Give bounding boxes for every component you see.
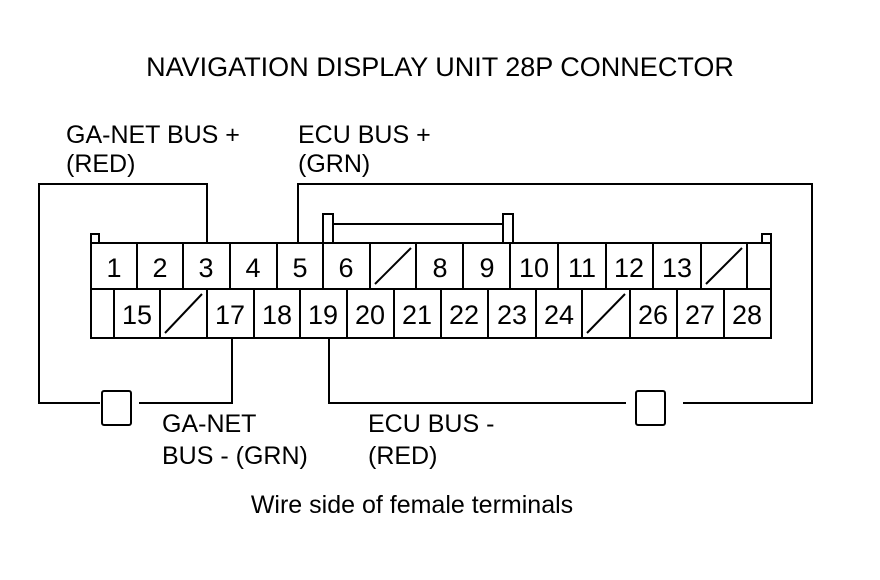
pin-15: 15 [122, 300, 152, 330]
svg-text:GA-NET BUS +: GA-NET BUS + [66, 121, 240, 149]
pin-28: 28 [732, 300, 762, 330]
pin-10: 10 [519, 253, 549, 283]
ga-net-plus-wire [38, 183, 208, 404]
svg-text:(RED): (RED) [66, 150, 135, 178]
diagram-title: NAVIGATION DISPLAY UNIT 28P CONNECTOR [146, 52, 734, 82]
pin-19: 19 [308, 300, 338, 330]
svg-text:GA-NET: GA-NET [162, 410, 256, 438]
bottom-row-cells [113, 289, 725, 338]
ecu-bus-wire-loop [297, 183, 813, 426]
svg-text:ECU BUS -: ECU BUS - [368, 410, 494, 438]
pin-6: 6 [338, 253, 353, 283]
pin-12: 12 [614, 253, 644, 283]
pin-4: 4 [245, 253, 260, 283]
svg-text:ECU BUS +: ECU BUS + [298, 121, 431, 149]
pin-9: 9 [479, 253, 494, 283]
pin-8: 8 [432, 253, 447, 283]
pin-13: 13 [662, 253, 692, 283]
top-row-pins: 1 2 3 4 5 6 8 9 10 11 12 13 [106, 253, 692, 283]
bottom-row-pins: 15 17 18 19 20 21 22 23 24 26 27 28 [122, 300, 762, 330]
blank-cavity-25 [586, 293, 626, 334]
ecu-bus-wire-break [635, 390, 666, 426]
blank-cavity-7 [374, 247, 412, 285]
label-ecu-bus-minus: ECU BUS - (RED) [368, 410, 494, 470]
pin-21: 21 [402, 300, 432, 330]
label-ga-net-bus-minus: GA-NET BUS - (GRN) [162, 410, 308, 470]
pin-17: 17 [215, 300, 245, 330]
ecu-bus-minus-wire [328, 338, 626, 404]
pin-5: 5 [292, 253, 307, 283]
top-row-blank-slashes [374, 247, 743, 285]
label-ecu-bus-plus: ECU BUS + (GRN) [298, 121, 431, 178]
pin-3: 3 [198, 253, 213, 283]
pin-20: 20 [355, 300, 385, 330]
pin-2: 2 [152, 253, 167, 283]
blank-cavity-16 [164, 293, 203, 334]
blank-cavity-14 [705, 247, 743, 285]
ga-net-wire-break [101, 390, 132, 426]
label-ga-net-bus-plus: GA-NET BUS + (RED) [66, 121, 240, 178]
top-row-cells [136, 243, 748, 289]
pin-27: 27 [685, 300, 715, 330]
svg-text:(RED): (RED) [368, 442, 437, 470]
pin-22: 22 [449, 300, 479, 330]
bottom-row-blank-slashes [164, 293, 626, 334]
svg-text:(GRN): (GRN) [298, 150, 370, 178]
pin-11: 11 [568, 253, 596, 283]
svg-text:BUS - (GRN): BUS - (GRN) [162, 442, 308, 470]
diagram-caption: Wire side of female terminals [251, 491, 573, 519]
pin-24: 24 [544, 300, 574, 330]
connector-housing [90, 213, 772, 339]
ga-net-minus-wire [139, 338, 233, 404]
pin-1: 1 [106, 253, 121, 283]
pin-26: 26 [638, 300, 668, 330]
ga-net-wire-loop [38, 183, 233, 426]
ecu-bus-plus-wire [297, 183, 813, 404]
pin-23: 23 [497, 300, 527, 330]
pin-18: 18 [262, 300, 292, 330]
